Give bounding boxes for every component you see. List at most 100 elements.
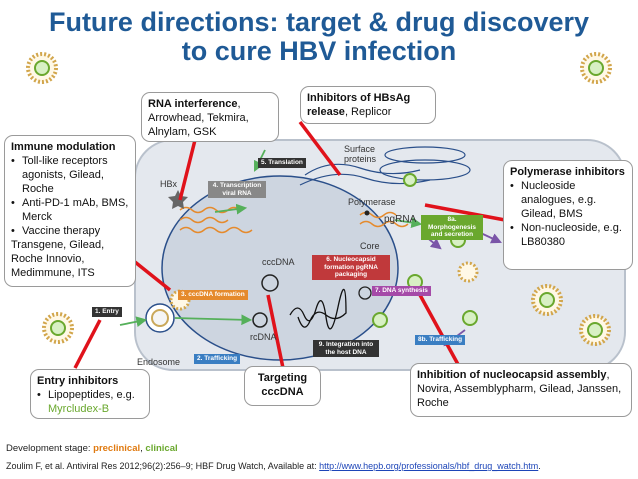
title-line-2: to cure HBV infection (181, 36, 457, 66)
polymerase-heading: Polymerase inhibitors (510, 166, 625, 178)
callout-immune (133, 260, 172, 292)
polymerase-inhibitors-box: Polymerase inhibitors Nucleoside analogu… (503, 160, 633, 270)
endosome-virion (151, 309, 169, 327)
rcdna-circle (252, 312, 268, 328)
hbsag-heading-1: Inhibitors of HBsAg (307, 92, 411, 104)
endosome-label: Endosome (137, 357, 181, 367)
hbx-star-icon (168, 190, 188, 209)
entry-item: Lipopeptides, e.g. Myrcludex-B (37, 388, 143, 416)
pgrna-label: pgRNA (384, 214, 417, 225)
hbv-virion-icon (580, 52, 612, 84)
step-trafficking-8b: 8b. Trafficking (415, 335, 466, 345)
nucleocapsid-box: Inhibition of nucleocapsid assembly, Nov… (410, 363, 632, 417)
nucleocapsid-rest: Novira, Assemblypharm, Gilead, Janssen, … (417, 383, 622, 409)
cccdna-line1: Targeting (257, 372, 308, 384)
polymerase-item: Non-nucleoside, e.g. LB80380 (510, 221, 626, 249)
step-entry: 1. Entry (92, 307, 122, 317)
cccdna-label: cccDNA (262, 257, 295, 267)
core-label: Core (360, 241, 380, 251)
rnai-line1: Arrowhead, Tekmira, (148, 112, 249, 124)
hbv-virion-icon (26, 52, 58, 84)
capsid-dna-circle (358, 286, 372, 300)
entry-heading: Entry inhibitors (37, 375, 119, 387)
step-trafficking: 2. Trafficking (194, 354, 241, 364)
callout-rnai (178, 139, 197, 201)
immune-item: Vaccine therapy (11, 224, 129, 238)
hbf-drug-watch-link[interactable]: http://www.hepb.org/professionals/hbf_dr… (319, 461, 539, 471)
polymerase-list: Nucleoside analogues, e.g. Gilead, BMS N… (510, 179, 626, 249)
host-dna (289, 288, 347, 330)
step-translation: 5. Translation (258, 158, 306, 168)
core-particle (462, 310, 478, 326)
callout-nucleocapsid (418, 294, 462, 369)
immune-heading: Immune modulation (11, 141, 116, 153)
entry-item-text: Lipopeptides, e.g. (48, 389, 135, 401)
development-stage-line: Development stage: preclinical, clinical (6, 443, 178, 455)
stage-clinical: clinical (145, 443, 178, 454)
step-nucleocapsid-formation: 6. Nucleocapsid formation pgRNA packagin… (312, 255, 390, 280)
entry-list: Lipopeptides, e.g. Myrcludex-B (37, 388, 143, 416)
immune-list: Toll-like receptors agonists, Gilead, Ro… (11, 154, 129, 238)
immune-after-1: Transgene, Gilead, (11, 239, 105, 251)
callout-polymerase (424, 203, 506, 222)
core-particle (372, 312, 388, 328)
stage-preclinical: preclinical (93, 443, 141, 454)
cccdna-circle (261, 274, 279, 292)
entry-item-drug: Myrcludex-B (48, 403, 110, 415)
rcdna-label: rcDNA (250, 332, 277, 342)
immune-after-3: Medimmune, ITS (11, 267, 95, 279)
cccdna-line2: cccDNA (261, 386, 304, 398)
title-line-1: Future directions: target & drug discove… (48, 7, 590, 37)
immune-modulation-box: Immune modulation Toll-like receptors ag… (4, 135, 136, 287)
surface-proteins-label: Surface proteins (344, 144, 377, 164)
polymerase-item: Nucleoside analogues, e.g. Gilead, BMS (510, 179, 626, 221)
callout-entry (73, 319, 102, 369)
stage-prefix: Development stage: (6, 443, 94, 454)
slide-title: Future directions: target & drug discove… (0, 8, 638, 66)
nucleocapsid-sep: , (606, 369, 610, 381)
arrow-packaging (394, 217, 423, 228)
targeting-cccdna-box: Targeting cccDNA (244, 366, 321, 406)
polymerase-dot (364, 210, 370, 216)
core-particle (403, 173, 417, 187)
step-cccdna-formation: 3. cccDNA formation (178, 290, 248, 300)
immune-after-2: Roche Innovio, (11, 253, 85, 265)
hbv-virion-icon (42, 312, 74, 344)
immune-item: Toll-like receptors agonists, Gilead, Ro… (11, 154, 129, 196)
rnai-sep: , (237, 98, 241, 110)
step-transcription: 4. Transcription viral RNA (208, 181, 266, 198)
callout-cccdna (266, 294, 285, 369)
callout-lines (73, 120, 506, 369)
rnai-heading: RNA interference (148, 98, 238, 110)
polymerase-label: Polymerase (348, 197, 396, 207)
golgi-membrane (379, 159, 471, 181)
pgrna-strand (359, 220, 409, 228)
viral-rna (179, 226, 253, 234)
entry-inhibitors-box: Entry inhibitors Lipopeptides, e.g. Myrcl… (30, 369, 150, 419)
stage-sep: , (140, 443, 146, 454)
step-dna-synthesis: 7. DNA synthesis (372, 286, 431, 296)
step-morphogenesis: 8a. Morphogenesis and secretion (421, 215, 483, 240)
hbv-virion-icon (579, 314, 611, 346)
hbv-virion-icon (531, 284, 563, 316)
subviral-particle-icon (457, 261, 479, 283)
citation-text: Zoulim F, et al. Antiviral Res 2012;96(2… (6, 461, 320, 471)
citation-end: . (538, 461, 541, 471)
rnai-box: RNA interference, Arrowhead, Tekmira, Al… (141, 92, 279, 142)
arrow-transcription (214, 203, 248, 215)
nucleocapsid-heading: Inhibition of nucleocapsid assembly (417, 369, 607, 381)
step-integration: 9. Integration into the host DNA (313, 340, 379, 357)
callout-hbsag (298, 120, 342, 177)
hbsag-heading-2: release (307, 106, 345, 118)
hbx-label: HBx (160, 179, 178, 189)
endoplasmic-reticulum (304, 163, 421, 176)
arrow-entry (119, 316, 148, 327)
immune-item: Anti-PD-1 mAb, BMS, Merck (11, 196, 129, 224)
hbsag-box: Inhibitors of HBsAg release, Replicor (300, 86, 436, 124)
hbsag-rest: , Replicor (344, 106, 392, 118)
arrow-trafficking (174, 314, 253, 326)
golgi-membrane (384, 146, 466, 164)
citation-line: Zoulim F, et al. Antiviral Res 2012;96(2… (6, 460, 541, 472)
viral-rna (179, 216, 229, 224)
rnai-line2: Alnylam, GSK (148, 126, 217, 138)
